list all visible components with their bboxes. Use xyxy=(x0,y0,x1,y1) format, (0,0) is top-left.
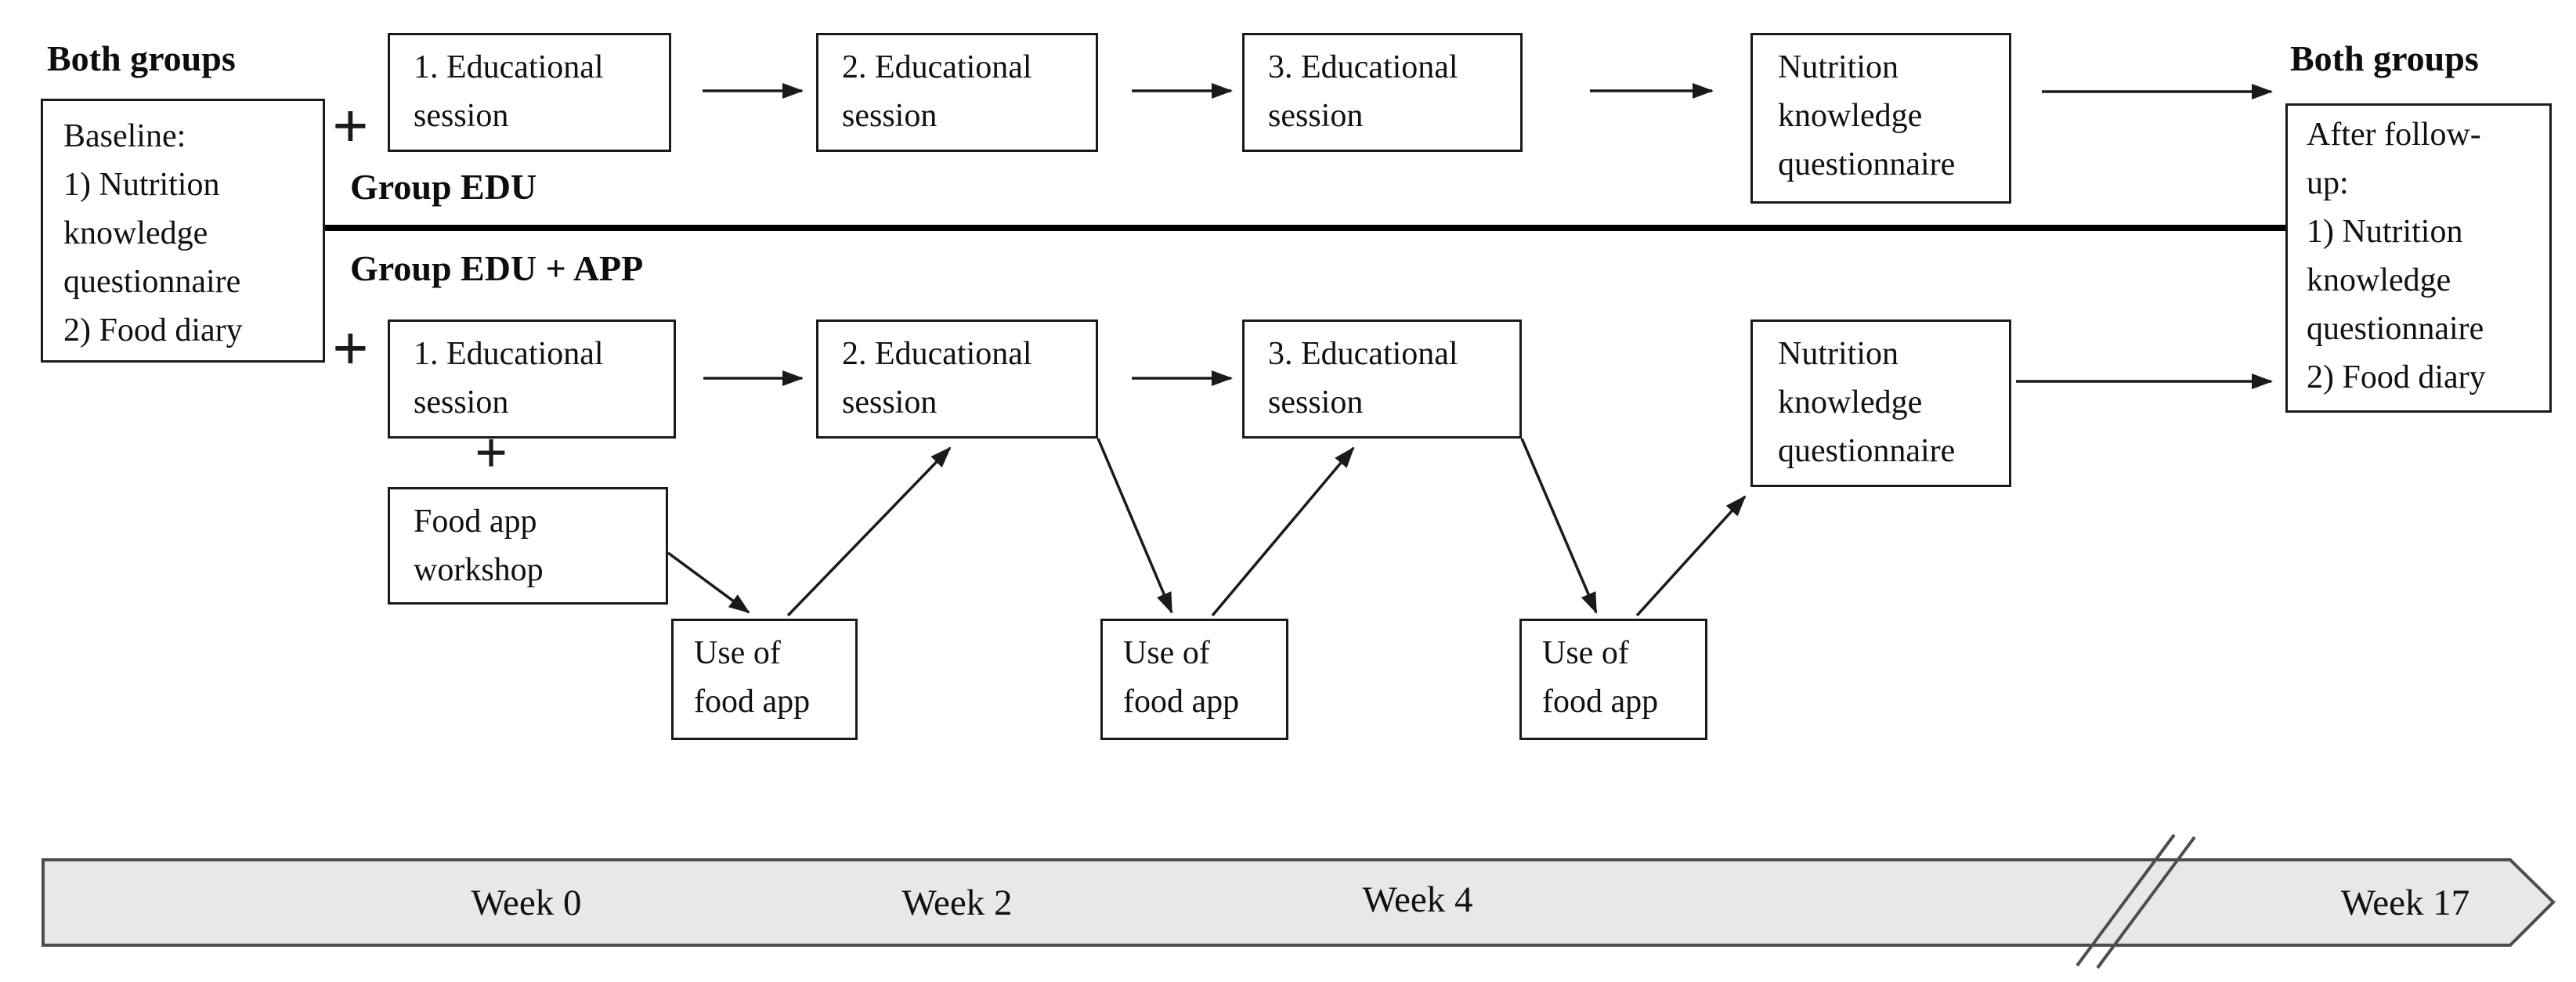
arrow-workshop-to-useapp1 xyxy=(667,551,750,614)
arrow-edu3b-to-useapp3 xyxy=(1520,438,1598,614)
use-of-food-app-box-2: Use of food app xyxy=(1100,619,1288,740)
group-edu-label: Group EDU xyxy=(350,167,537,207)
use-of-food-app-box-1: Use of food app xyxy=(671,619,858,740)
edu-session1-top-box: 1. Educational session xyxy=(388,33,671,152)
edu-session3-top-box: 3. Educational session xyxy=(1242,33,1523,152)
arrow-useapp3-to-nkqb xyxy=(1635,495,1747,617)
food-app-workshop-box: Food app workshop xyxy=(388,487,668,605)
after-followup-box: After follow- up: 1) Nutrition knowledge… xyxy=(2285,103,2552,413)
arrow-edu2b-to-useapp2 xyxy=(1097,438,1173,614)
use-of-food-app-box-3: Use of food app xyxy=(1519,619,1707,740)
timeline-week17-label: Week 17 xyxy=(2340,883,2470,923)
baseline-box: Baseline: 1) Nutrition knowledge questio… xyxy=(41,99,325,363)
both-groups-label-right: Both groups xyxy=(2290,38,2479,78)
nutrition-questionnaire-top-box: Nutrition knowledge questionnaire xyxy=(1750,33,2011,204)
edu-session3-bottom-box: 3. Educational session xyxy=(1242,320,1522,439)
both-groups-label-left: Both groups xyxy=(47,38,236,78)
edu-session1-bottom-box: 1. Educational session xyxy=(388,320,676,439)
plus-sign-edu: + xyxy=(332,90,369,161)
edu-session2-bottom-box: 2. Educational session xyxy=(816,320,1098,439)
timeline-banner xyxy=(42,858,2556,947)
timeline-week2-label: Week 2 xyxy=(901,883,1013,923)
timeline-week4-label: Week 4 xyxy=(1362,879,1473,920)
arrow-useapp2-to-edu3b xyxy=(1211,446,1355,617)
edu-session2-top-box: 2. Educational session xyxy=(816,33,1098,152)
arrow-useapp1-to-edu2b xyxy=(786,446,952,617)
timeline-break-mark xyxy=(2096,836,2196,969)
timeline-break-mark xyxy=(2076,833,2176,967)
timeline-week0-label: Week 0 xyxy=(471,883,582,923)
group-edu-app-label: Group EDU + APP xyxy=(350,248,644,288)
plus-sign-edu-app: + xyxy=(332,312,369,384)
nutrition-questionnaire-bottom-box: Nutrition knowledge questionnaire xyxy=(1750,320,2011,487)
